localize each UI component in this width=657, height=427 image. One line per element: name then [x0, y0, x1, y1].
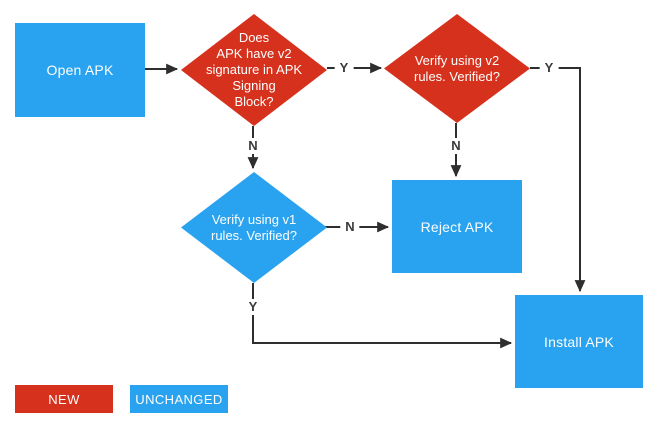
node-open-apk-label: Open APK — [46, 62, 114, 78]
edge-label-v2check-no: N — [243, 138, 263, 154]
node-v2-signature-check-label: Does APK have v2 signature in APK Signin… — [205, 30, 303, 109]
legend-unchanged-label: UNCHANGED — [135, 391, 223, 407]
edge-label-v1verify-no: N — [340, 219, 360, 235]
node-install-apk: Install APK — [515, 295, 643, 388]
node-verify-v2-rules-label: Verify using v2 rules. Verified? — [414, 52, 500, 84]
legend-unchanged-chip: UNCHANGED — [130, 385, 228, 413]
edge-label-v2verify-no: N — [446, 138, 466, 154]
legend-new-label: NEW — [48, 391, 80, 407]
node-install-apk-label: Install APK — [544, 333, 614, 350]
node-reject-apk: Reject APK — [392, 180, 522, 273]
edge-label-v2check-yes: Y — [334, 60, 354, 76]
edge-label-v2verify-yes: Y — [539, 60, 559, 76]
node-open-apk: Open APK — [15, 23, 145, 117]
node-reject-apk-label: Reject APK — [420, 218, 494, 235]
edge-v1verify-yes — [252, 283, 513, 349]
edge-v2verify-yes — [530, 67, 586, 293]
legend-new-chip: NEW — [15, 385, 113, 413]
edge-label-v1verify-yes: Y — [243, 299, 263, 315]
node-verify-v1-rules-label: Verify using v1 rules. Verified? — [211, 211, 297, 243]
